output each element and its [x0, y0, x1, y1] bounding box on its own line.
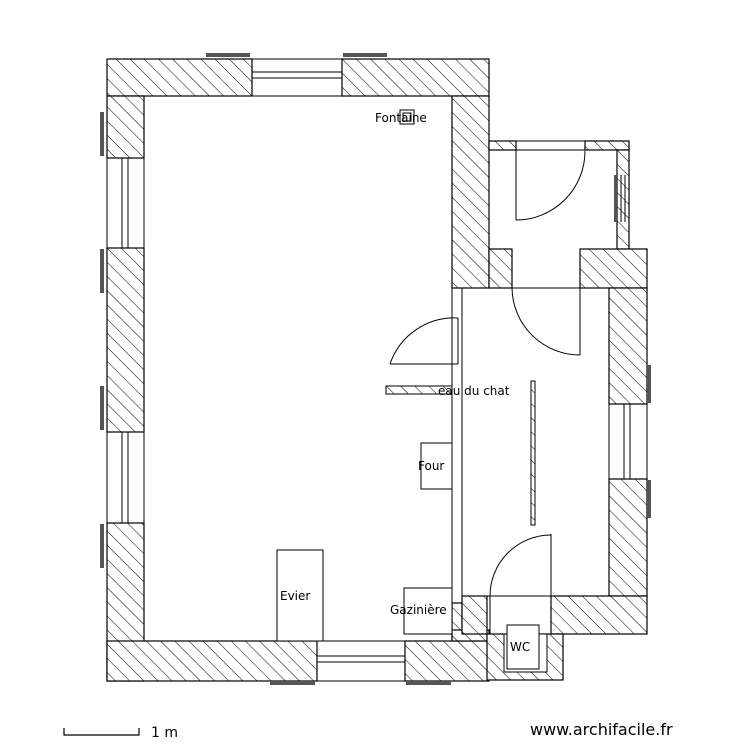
evier-fixture [276, 549, 324, 642]
label-gaziniere: Gazinière [390, 603, 447, 617]
label-wc: WC [510, 640, 530, 654]
label-four: Four [418, 459, 444, 473]
fontaine-fixture-inner [402, 112, 412, 122]
partitions [385, 380, 536, 526]
scale-bar: 1 m [63, 725, 178, 741]
labels: Fontaine eau du chat Four Evier Gazinièr… [280, 111, 530, 654]
four-fixture [420, 442, 453, 490]
top-right-room-walls [488, 140, 648, 289]
main-room-walls [106, 58, 490, 682]
windows [100, 53, 651, 685]
wc-fixture [506, 624, 540, 670]
label-eau-du-chat: eau du chat [438, 384, 510, 398]
doors [389, 140, 586, 634]
gaziniere-fixture [403, 587, 453, 635]
label-fontaine: Fontaine [375, 111, 427, 125]
label-evier: Evier [280, 589, 310, 603]
archifacile-watermark: www.archifacile.fr [530, 720, 673, 739]
fixtures [276, 109, 540, 670]
room-outlines [143, 95, 617, 642]
scale-label: 1 m [151, 725, 178, 741]
